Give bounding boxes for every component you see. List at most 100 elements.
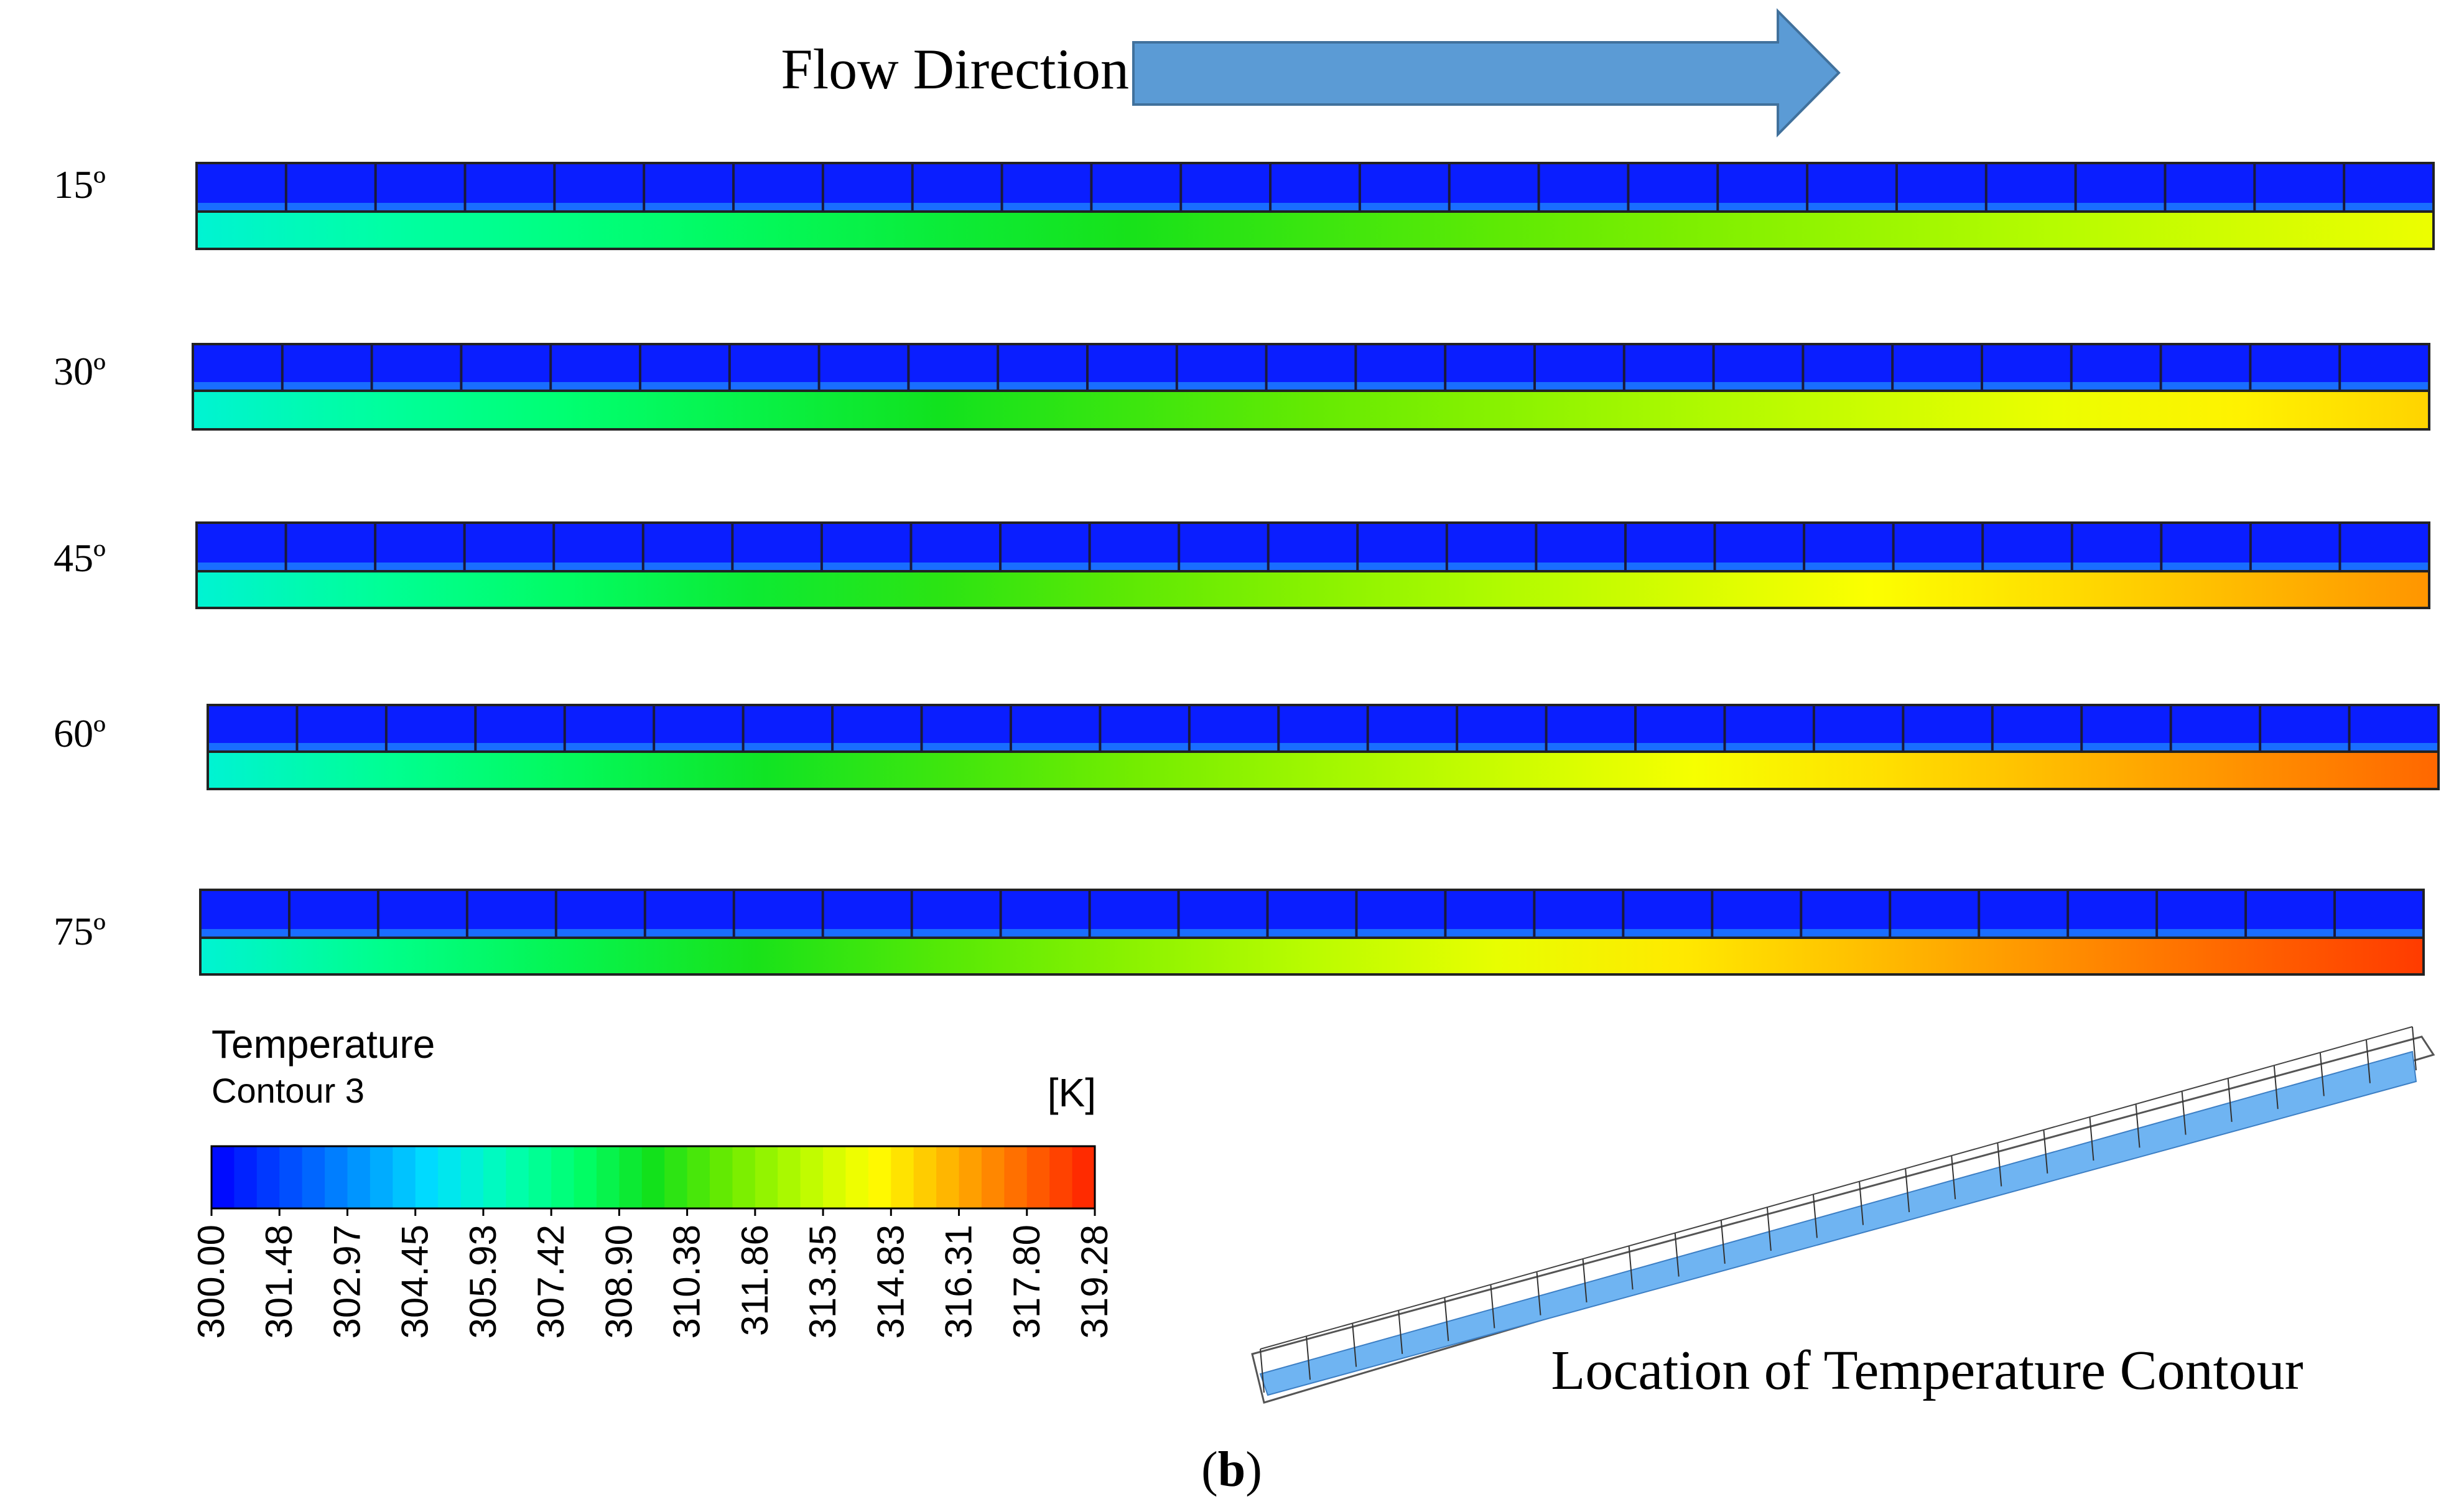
model-baffle: [1812, 1194, 1818, 1238]
boundary-layer: [209, 743, 2437, 750]
legend-color-cell: [279, 1146, 303, 1208]
model-baffle: [1766, 1207, 1772, 1251]
legend-tick-label: 316.31: [938, 1225, 980, 1339]
legend-color-cell: [641, 1146, 665, 1208]
legend-color-cell: [1049, 1146, 1073, 1208]
legend-color-cell: [732, 1146, 756, 1208]
duct-location-model: [1251, 1026, 2435, 1404]
legend-color-cell: [528, 1146, 552, 1208]
contour-rows: 15º 30º 45º 60º 75º: [53, 162, 2440, 976]
model-baffle: [2319, 1052, 2325, 1096]
legend-color-cell: [596, 1146, 620, 1208]
legend-color-cell: [574, 1146, 597, 1208]
model-baffle: [2273, 1065, 2279, 1109]
model-baffle: [2043, 1129, 2048, 1174]
model-baffle: [1352, 1323, 1357, 1367]
wall-region: [192, 390, 2430, 431]
legend-tick-label: 314.83: [870, 1225, 911, 1339]
contour-row-5: 75º: [53, 889, 2425, 976]
model-baffle: [1536, 1271, 1541, 1315]
legend-color-cell: [393, 1146, 416, 1208]
legend-tick-label: 319.28: [1074, 1225, 1115, 1339]
location-label: Location of Temperature Contour: [1551, 1340, 2303, 1401]
wall-region: [207, 750, 2440, 790]
model-baffle: [1582, 1258, 1588, 1303]
model-baffle: [1260, 1348, 1265, 1393]
model-top-edge: [1260, 1026, 2413, 1350]
wall-region: [195, 210, 2435, 250]
legend-tick-label: 300.00: [190, 1225, 232, 1339]
angle-label: 30º: [53, 349, 106, 393]
panel-label: (b): [1201, 1442, 1262, 1497]
legend-color-cell: [800, 1146, 824, 1208]
model-baffle: [1951, 1156, 1956, 1200]
model-baffle: [2365, 1039, 2371, 1083]
model-baffles: [1260, 1026, 2417, 1393]
boundary-layer: [198, 203, 2432, 210]
angle-label: 75º: [53, 909, 106, 953]
model-baffle: [1628, 1246, 1634, 1290]
legend-tick-label: 307.42: [530, 1225, 572, 1339]
legend-color-cell: [347, 1146, 371, 1208]
legend-color-bar: [210, 1145, 1096, 1210]
boundary-layer: [194, 382, 2428, 390]
legend-color-cell: [1004, 1146, 1028, 1208]
legend-color-cell: [460, 1146, 484, 1208]
model-baffle: [1997, 1142, 2002, 1187]
legend-tick-label: 308.90: [598, 1225, 639, 1339]
legend-color-cell: [981, 1146, 1005, 1208]
legend-tick-label: 313.35: [802, 1225, 844, 1339]
legend-tick-label: 302.97: [326, 1225, 368, 1339]
legend-color-cell: [755, 1146, 778, 1208]
wall-region: [199, 936, 2425, 976]
model-baffle: [2181, 1091, 2187, 1135]
legend-color-cell: [234, 1146, 258, 1208]
angle-label: 15º: [53, 162, 106, 207]
model-baffle: [1674, 1233, 1680, 1277]
wall-region: [195, 570, 2430, 609]
legend-color-cell: [845, 1146, 869, 1208]
model-baffle: [1398, 1310, 1403, 1354]
contour-row-1: 15º: [53, 162, 2435, 250]
model-baffle: [1444, 1297, 1449, 1342]
legend-tick-label: 301.48: [258, 1225, 300, 1339]
angle-label: 45º: [53, 536, 106, 580]
legend-tick-label: 317.80: [1006, 1225, 1048, 1339]
model-baffle: [2135, 1104, 2141, 1148]
legend-color-cell: [823, 1146, 847, 1208]
boundary-layer: [202, 929, 2422, 936]
legend-color-cell: [506, 1146, 529, 1208]
legend-color-cell: [959, 1146, 982, 1208]
legend-color-cell: [1026, 1146, 1050, 1208]
boundary-layer: [198, 563, 2428, 570]
legend-color-cell: [913, 1146, 937, 1208]
model-baffle: [1490, 1284, 1495, 1329]
contour-row-2: 30º: [53, 343, 2430, 431]
legend-color-cell: [415, 1146, 439, 1208]
legend-color-cell: [302, 1146, 325, 1208]
model-baffle: [2227, 1078, 2233, 1122]
legend-color-cell: [483, 1146, 506, 1208]
model-baffle: [1859, 1181, 1864, 1225]
flow-direction-label: Flow Direction: [781, 37, 1129, 101]
contour-row-4: 60º: [53, 704, 2440, 790]
legend-tick-label: 304.45: [394, 1225, 436, 1339]
legend-color-cell: [325, 1146, 348, 1208]
model-outer-box: [1251, 1035, 2435, 1404]
legend-color-cell: [438, 1146, 462, 1208]
legend-unit: [K]: [1048, 1070, 1096, 1115]
legend-bar-frame: [210, 1145, 1096, 1210]
model-baffle: [1306, 1336, 1311, 1380]
legend-color-cell: [212, 1146, 235, 1208]
legend-tick-label: 310.38: [666, 1225, 708, 1339]
legend-color-cell: [868, 1146, 891, 1208]
angle-label: 60º: [53, 711, 106, 755]
legend-color-cell: [256, 1146, 280, 1208]
legend-color-cell: [710, 1146, 733, 1208]
legend-title: Temperature: [212, 1022, 435, 1067]
model-baffle: [2412, 1026, 2417, 1071]
flow-direction-arrow: [1132, 8, 1841, 138]
